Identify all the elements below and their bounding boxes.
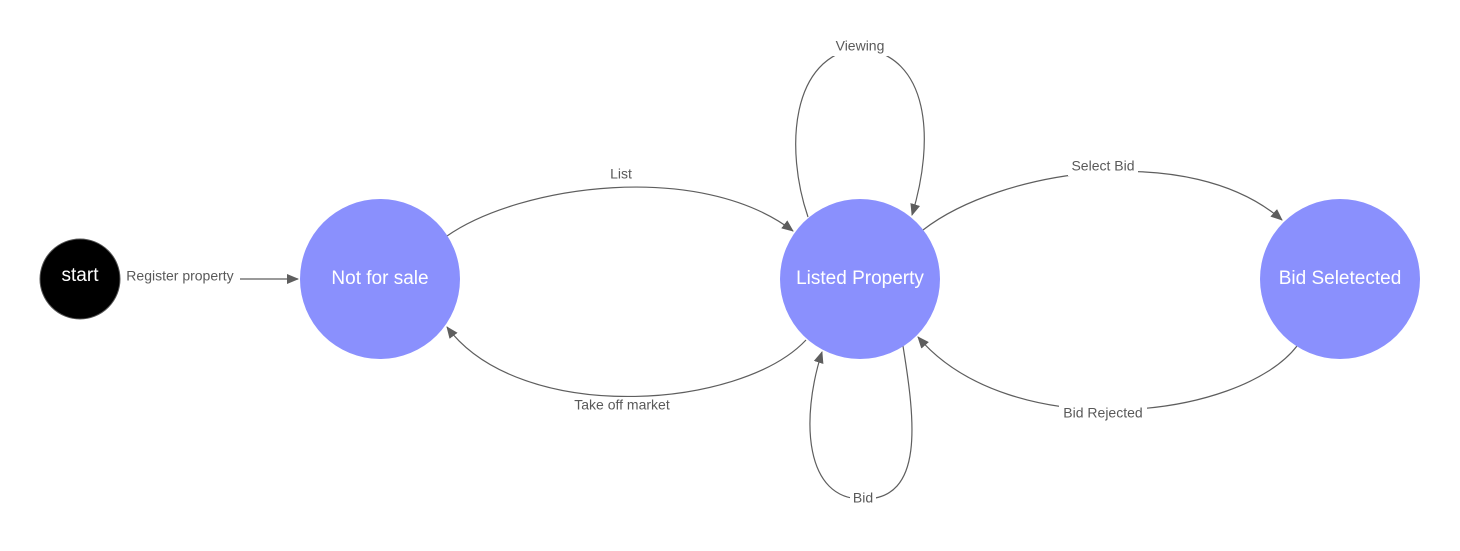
edge-label-select-bid: Select Bid: [1071, 158, 1134, 174]
edge-take-off-market[interactable]: [446, 326, 807, 397]
edge-label-take-off-market: Take off market: [574, 397, 670, 413]
node-start-label: start: [62, 265, 100, 286]
edge-bid[interactable]: [809, 345, 913, 500]
node-listed-property-label: Listed Property: [796, 268, 924, 289]
edge-viewing[interactable]: [795, 47, 925, 218]
edge-label-bid-rejected: Bid Rejected: [1063, 405, 1142, 421]
node-not-for-sale-label: Not for sale: [331, 268, 428, 289]
node-not-for-sale[interactable]: Not for sale: [300, 199, 460, 359]
edge-label-list: List: [610, 166, 632, 182]
edge-label-register: Register property: [126, 268, 233, 284]
edge-label-bid: Bid: [853, 490, 873, 506]
node-listed-property[interactable]: Listed Property: [780, 199, 940, 359]
edge-list[interactable]: [446, 186, 794, 237]
node-start[interactable]: start: [39, 238, 121, 320]
node-bid-selected[interactable]: Bid Seletected: [1260, 199, 1420, 359]
edge-select-bid[interactable]: [922, 170, 1283, 231]
edge-label-viewing: Viewing: [836, 38, 885, 54]
edge-bid-rejected[interactable]: [917, 336, 1298, 411]
node-bid-selected-label: Bid Seletected: [1279, 268, 1402, 289]
